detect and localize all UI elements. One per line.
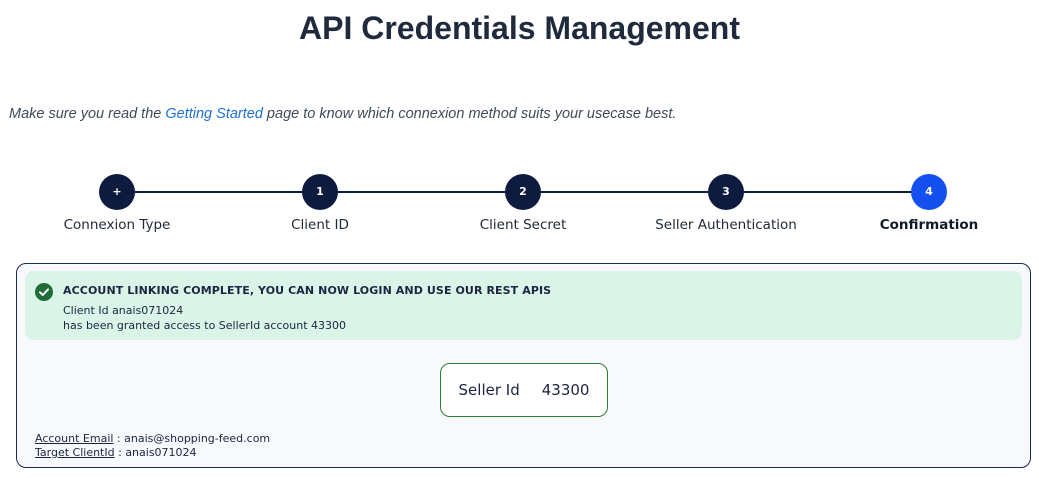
target-clientid-sep: : — [114, 446, 126, 459]
step-label-active: Confirmation — [879, 217, 979, 233]
seller-id-value: 43300 — [541, 381, 590, 399]
step-confirmation[interactable]: 4 Confirmation — [839, 174, 1019, 233]
account-email-row: Account Email : anais@shopping-feed.com — [35, 432, 270, 445]
success-alert: ACCOUNT LINKING COMPLETE, YOU CAN NOW LO… — [25, 271, 1022, 340]
step-label: Client Secret — [479, 217, 567, 233]
step-badge: + — [99, 174, 135, 210]
target-clientid-value: anais071024 — [125, 446, 197, 459]
step-label: Seller Authentication — [655, 217, 797, 233]
check-circle-icon — [35, 283, 53, 301]
step-badge: 2 — [505, 174, 541, 210]
step-client-id[interactable]: 1 Client ID — [230, 174, 410, 233]
confirmation-card: ACCOUNT LINKING COMPLETE, YOU CAN NOW LO… — [16, 263, 1031, 468]
account-email-sep: : — [113, 432, 125, 445]
getting-started-link[interactable]: Getting Started — [165, 106, 263, 122]
alert-title: ACCOUNT LINKING COMPLETE, YOU CAN NOW LO… — [63, 284, 552, 297]
account-email-value: anais@shopping-feed.com — [124, 432, 271, 445]
alert-client-id: Client Id anais071024 — [63, 304, 184, 317]
step-connexion-type[interactable]: + Connexion Type — [27, 174, 207, 233]
intro-text: Make sure you read the Getting Started p… — [9, 106, 676, 122]
target-clientid-key: Target ClientId — [35, 446, 115, 459]
step-badge-active: 4 — [911, 174, 947, 210]
alert-access-message: has been granted access to SellerId acco… — [63, 319, 346, 332]
step-label: Client ID — [291, 217, 349, 233]
step-badge: 1 — [302, 174, 338, 210]
step-client-secret[interactable]: 2 Client Secret — [433, 174, 613, 233]
progress-stepper: + Connexion Type 1 Client ID 2 Client Se… — [0, 174, 1039, 244]
step-seller-authentication[interactable]: 3 Seller Authentication — [636, 174, 816, 233]
step-label: Connexion Type — [63, 217, 171, 233]
intro-suffix: page to know which connexion method suit… — [262, 106, 677, 122]
page-title: API Credentials Management — [299, 10, 740, 46]
target-clientid-row: Target ClientId : anais071024 — [35, 446, 197, 459]
step-badge: 3 — [708, 174, 744, 210]
seller-id-box: Seller Id 43300 — [440, 363, 608, 417]
intro-prefix: Make sure you read the — [9, 106, 166, 122]
account-email-key: Account Email — [35, 432, 114, 445]
seller-id-label: Seller Id — [458, 381, 520, 399]
